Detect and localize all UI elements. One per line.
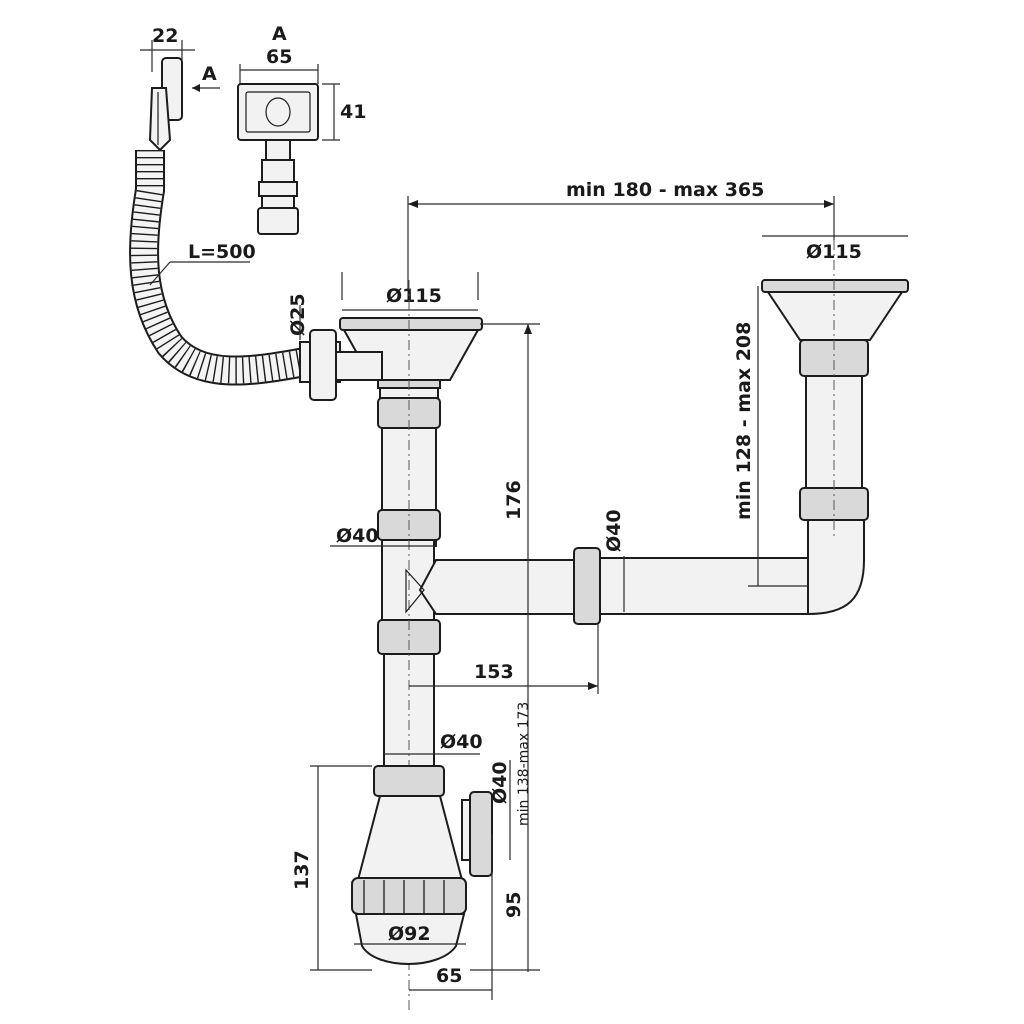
trap-height-label: 137 <box>291 850 313 890</box>
trap-adjust-label: min 138-max 173 <box>516 702 532 826</box>
span-dimension: min 180 - max 365 <box>407 179 835 290</box>
clip-width-label: 22 <box>152 25 178 47</box>
right-height-label: min 128 - max 208 <box>733 322 755 520</box>
overflow-plug-view-a: A 65 41 <box>237 23 366 235</box>
hose-length-label: L=500 <box>188 241 256 263</box>
right-bowl-diameter-label: Ø115 <box>806 241 862 263</box>
outlet-height-label: 95 <box>503 892 525 918</box>
outlet-diameter-label: Ø40 <box>489 761 511 804</box>
outlet-height-95-dimension: 95 <box>470 834 540 971</box>
overflow-corrugated-hose: L=500 <box>129 150 308 386</box>
overflow-diameter-label: Ø25 <box>287 293 309 336</box>
height-176-dimension: 176 <box>480 323 540 972</box>
left-vertical-pipe <box>377 280 441 1010</box>
tee-diameter-label: Ø40 <box>336 525 379 547</box>
branch-diameter-dimension: Ø40 <box>603 509 625 612</box>
left-bowl-diameter-label: Ø115 <box>386 285 442 307</box>
overflow-connector: Ø25 <box>287 293 383 401</box>
lower-pipe-diameter-label: Ø40 <box>440 731 483 753</box>
bottle-trap: Ø92 <box>351 765 493 965</box>
tee-branch: Ø40 <box>330 525 809 625</box>
overflow-clip-side-view: 22 A <box>140 25 220 152</box>
bottle-diameter-label: Ø92 <box>388 923 431 945</box>
lower-pipe-diameter-dimension: Ø40 <box>384 731 483 755</box>
offset-153-dimension: 153 <box>409 624 599 694</box>
outlet-dimensions: Ø40 min 138-max 173 <box>489 702 532 860</box>
branch-diameter-label: Ø40 <box>603 509 625 552</box>
bottle-offset-label: 65 <box>436 965 462 987</box>
span-label: min 180 - max 365 <box>566 179 764 201</box>
view-a-title: A <box>272 23 287 45</box>
bottle-offset-65-dimension: 65 <box>409 965 493 1000</box>
plug-width-label: 65 <box>266 46 292 68</box>
plug-height-label: 41 <box>340 101 366 123</box>
section-a-arrow-label: A <box>202 63 217 85</box>
right-sink-strainer: Ø115 <box>761 235 909 616</box>
trap-height-137-dimension: 137 <box>291 765 372 971</box>
right-height-dimension: min 128 - max 208 <box>733 286 808 587</box>
height-176-label: 176 <box>503 480 525 520</box>
offset-153-label: 153 <box>474 661 514 683</box>
